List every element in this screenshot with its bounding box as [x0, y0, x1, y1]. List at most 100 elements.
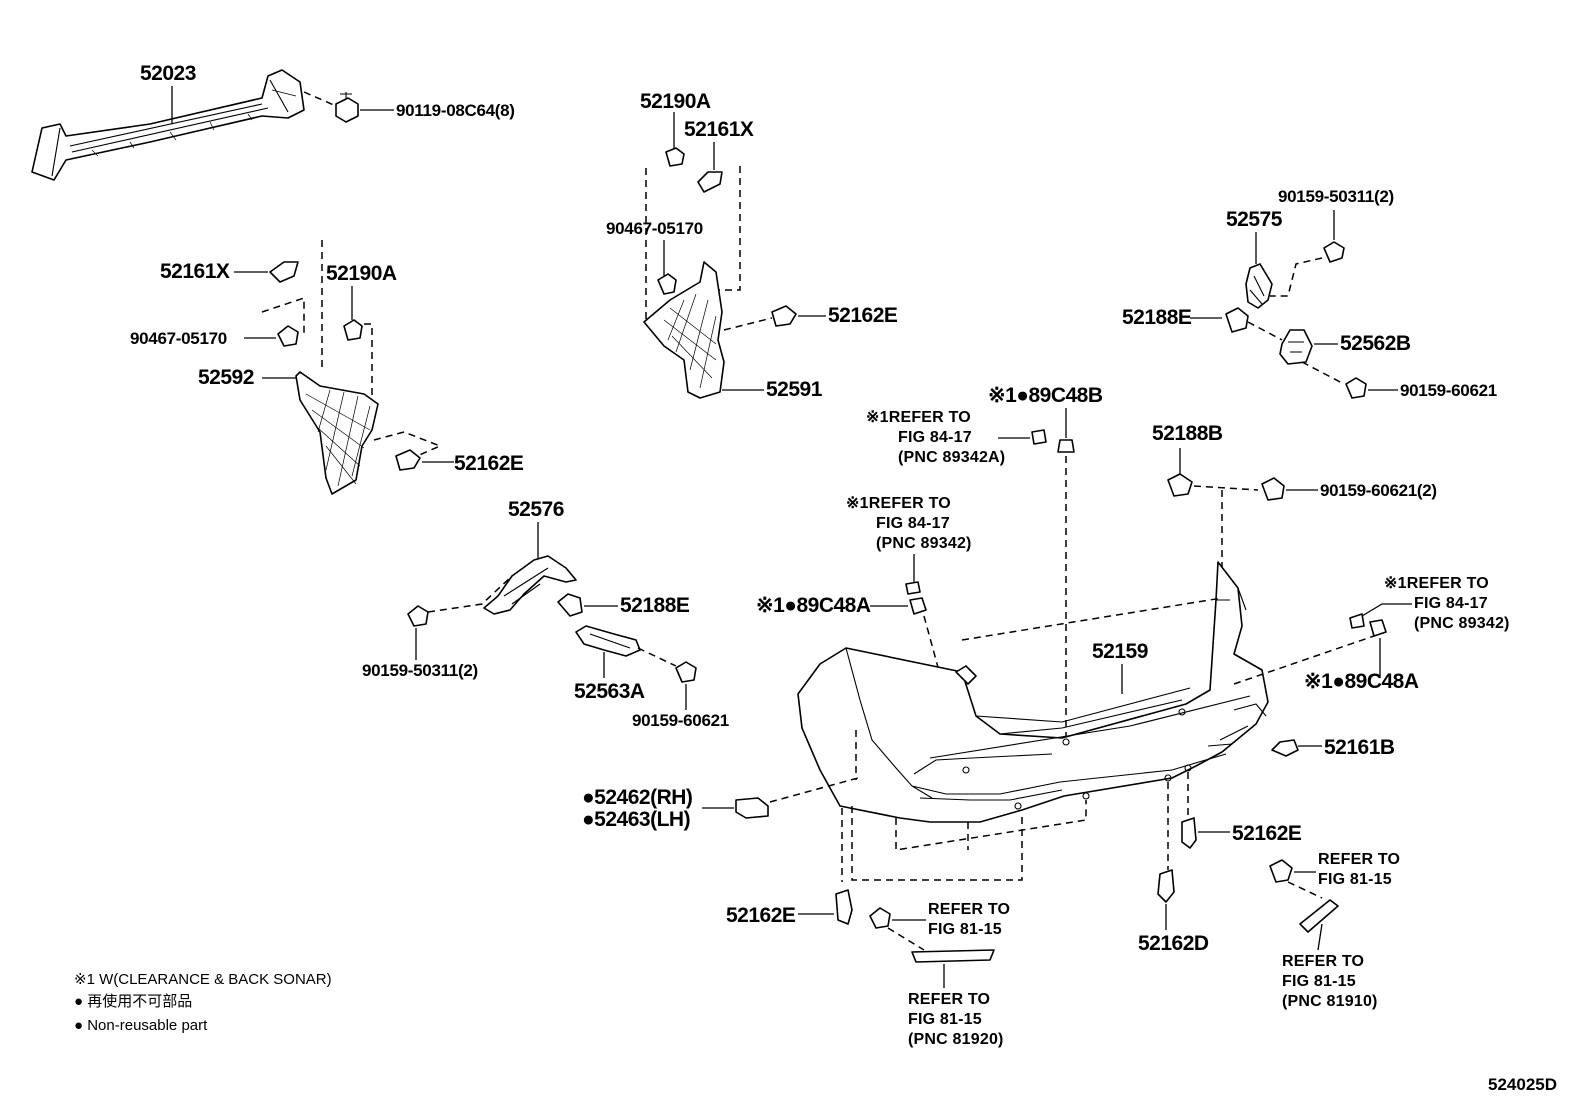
bolt-90159-60621-2	[1261, 477, 1285, 501]
label-52462: ●52462(RH)	[582, 786, 692, 809]
clip-52162e-lowright	[1181, 817, 1197, 849]
label-52162e-left: 52162E	[454, 452, 524, 475]
dash-52562b-b	[1301, 361, 1345, 385]
nut-52188e-right	[1225, 307, 1249, 333]
clip-81-15-right	[1269, 859, 1293, 883]
bracket-89342-right	[1349, 613, 1365, 629]
label-52162e-lowright: 52162E	[1232, 822, 1302, 845]
dash-lower-b	[851, 806, 1023, 881]
label-52159: 52159	[1092, 640, 1148, 663]
dash-52592-c	[364, 323, 373, 396]
dash-52162e-top	[723, 317, 773, 331]
bracket-52576	[483, 555, 577, 615]
label-52188e-mid: 52188E	[620, 594, 690, 617]
ref-81910-line3: (PNC 81910)	[1282, 993, 1378, 1010]
dash-52576	[427, 575, 513, 613]
ref-89342-mid-line3: (PNC 89342)	[876, 535, 972, 552]
bracket-89342a	[1031, 429, 1047, 445]
clip-52162d	[1157, 869, 1175, 903]
label-52161x-top: 52161X	[684, 118, 754, 141]
label-90159-50311-mid: 90159-50311(2)	[362, 661, 478, 680]
label-52190a-left: 52190A	[326, 262, 397, 285]
ref-89342-right-line2: FIG 84-17	[1414, 595, 1488, 612]
label-90159-50311-right: 90159-50311(2)	[1278, 187, 1394, 206]
clip-52161x-left	[269, 261, 299, 283]
illustration-code: 524025D	[1488, 1075, 1557, 1094]
bracket-52563a	[575, 625, 641, 657]
dash-52462	[769, 777, 859, 803]
bolt-90159-50311-right	[1323, 241, 1345, 263]
nut-52188e-mid	[557, 593, 583, 617]
retainer-52592	[295, 371, 379, 495]
label-52162e-bottom: 52162E	[726, 904, 796, 927]
ref-81-15-right-line2: FIG 81-15	[1318, 871, 1392, 888]
label-52575: 52575	[1226, 208, 1283, 231]
label-90467-top: 90467-05170	[606, 219, 703, 238]
label-90159-60621-mid: 90159-60621	[632, 711, 729, 730]
nut-52190a-left	[343, 319, 363, 341]
label-89c48a-mid: ※1●89C48A	[756, 594, 871, 617]
nut-52190a-top	[665, 147, 685, 167]
ref-89342a-line1: ※1REFER TO	[866, 409, 971, 426]
bolt-90119-08c64	[335, 92, 359, 123]
sensor-89c48b	[1057, 439, 1075, 453]
dash-52188b	[1193, 485, 1259, 491]
ref-81-15-mid-line1: REFER TO	[928, 901, 1010, 918]
label-52023: 52023	[140, 62, 196, 85]
bolt-90159-50311-mid	[407, 605, 429, 627]
label-52161x-left: 52161X	[160, 260, 230, 283]
ref-81920-line1: REFER TO	[908, 991, 990, 1008]
label-90119-08c64: 90119-08C64(8)	[396, 101, 515, 120]
clip-90467-top	[657, 273, 677, 295]
ref-81-15-right-line1: REFER TO	[1318, 851, 1400, 868]
label-52162e-top: 52162E	[828, 304, 898, 327]
dash-bumper-right	[1233, 635, 1375, 685]
label-52188b: 52188B	[1152, 422, 1223, 445]
clip-52162e-bottom	[835, 889, 853, 925]
dash-81-15-mid	[887, 927, 925, 951]
bolt-90159-60621-mid	[675, 661, 697, 683]
leader-81910	[1317, 923, 1323, 951]
nut-52188b	[1167, 473, 1193, 497]
reflector-81920	[911, 949, 995, 963]
pad-52462	[735, 797, 769, 819]
label-52190a-top: 52190A	[640, 90, 711, 113]
clip-52162e-left	[395, 449, 421, 471]
label-52576: 52576	[508, 498, 564, 521]
legend-nonreusable-ja: ● 再使用不可部品	[74, 993, 192, 1010]
label-52562b: 52562B	[1340, 332, 1411, 355]
ref-89342-right-line1: ※1REFER TO	[1384, 575, 1489, 592]
dash-bumper-top	[961, 597, 1223, 641]
dash-52162e-left	[373, 431, 442, 461]
label-90467-left: 90467-05170	[130, 329, 227, 348]
sensor-89c48a-mid	[909, 597, 927, 615]
label-52162d: 52162D	[1138, 932, 1209, 955]
bracket-52575	[1245, 263, 1273, 309]
cover-52161b	[1271, 739, 1299, 757]
label-52188e-right: 52188E	[1122, 306, 1192, 329]
reflector-81910	[1299, 899, 1339, 933]
dash-52592-b	[261, 296, 305, 334]
ref-81920-line2: FIG 81-15	[908, 1011, 982, 1028]
ref-89342-mid-line2: FIG 84-17	[876, 515, 950, 532]
label-52591: 52591	[766, 378, 823, 401]
dash-81-15-right	[1287, 881, 1323, 899]
label-52463: ●52463(LH)	[582, 808, 690, 831]
legend-nonreusable-en: ● Non-reusable part	[74, 1017, 208, 1034]
clip-52162e-top	[771, 305, 797, 327]
clip-90467-left	[277, 325, 299, 347]
label-52592: 52592	[198, 366, 254, 389]
dash-52562b-a	[1247, 321, 1283, 341]
leader-ref-89342-right	[1361, 603, 1412, 617]
ref-81920-line3: (PNC 81920)	[908, 1031, 1004, 1048]
bracket-52562b	[1279, 329, 1313, 365]
label-52161b: 52161B	[1324, 736, 1395, 759]
ref-81910-line2: FIG 81-15	[1282, 973, 1356, 990]
ref-89342a-line2: FIG 84-17	[898, 429, 972, 446]
clip-52161x-top	[697, 171, 723, 193]
ref-89342-mid-line1: ※1REFER TO	[846, 495, 951, 512]
label-89c48b: ※1●89C48B	[988, 384, 1103, 407]
bumper-reinforcement-52023	[31, 69, 305, 181]
label-52563a: 52563A	[574, 680, 645, 703]
